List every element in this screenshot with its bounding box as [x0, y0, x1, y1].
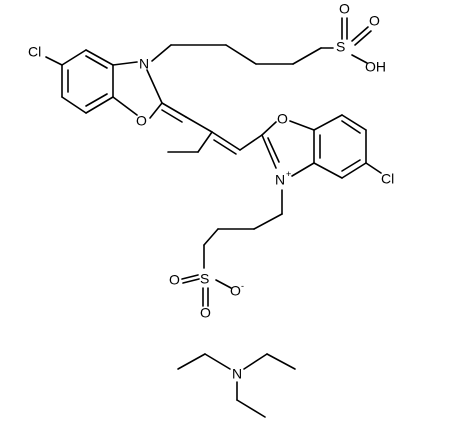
nitrogen-right-label: N — [275, 172, 285, 188]
oxygen-bottom-s3-label: O — [230, 283, 241, 299]
sulfur-bottom-label: S — [200, 271, 209, 287]
nitrogen-right-positive-charge: + — [286, 169, 291, 179]
triethylamine — [177, 353, 296, 418]
oxygen-bottom-negative-charge: - — [241, 281, 244, 291]
right-benzoxazolium — [181, 114, 382, 307]
oxygen-top-s1-label: O — [339, 1, 350, 17]
methine-bridge — [161, 102, 263, 155]
oxygen-bottom-s2-label: O — [200, 305, 211, 321]
oxygen-top-s2-label: O — [369, 13, 380, 29]
oxygen-top-ring-label: O — [136, 113, 147, 129]
nitrogen-top-label: N — [139, 56, 149, 72]
chlorine-top-label: Cl — [28, 44, 41, 60]
sulfur-top-label: S — [336, 39, 345, 55]
chlorine-right-label: Cl — [381, 171, 394, 187]
amine-nitrogen-label: N — [232, 366, 242, 382]
top-benzoxazole — [45, 17, 372, 119]
hydroxyl-top-label: OH — [365, 59, 386, 75]
oxygen-right-ring-label: O — [277, 111, 288, 127]
oxygen-bottom-s1-label: O — [169, 272, 180, 288]
